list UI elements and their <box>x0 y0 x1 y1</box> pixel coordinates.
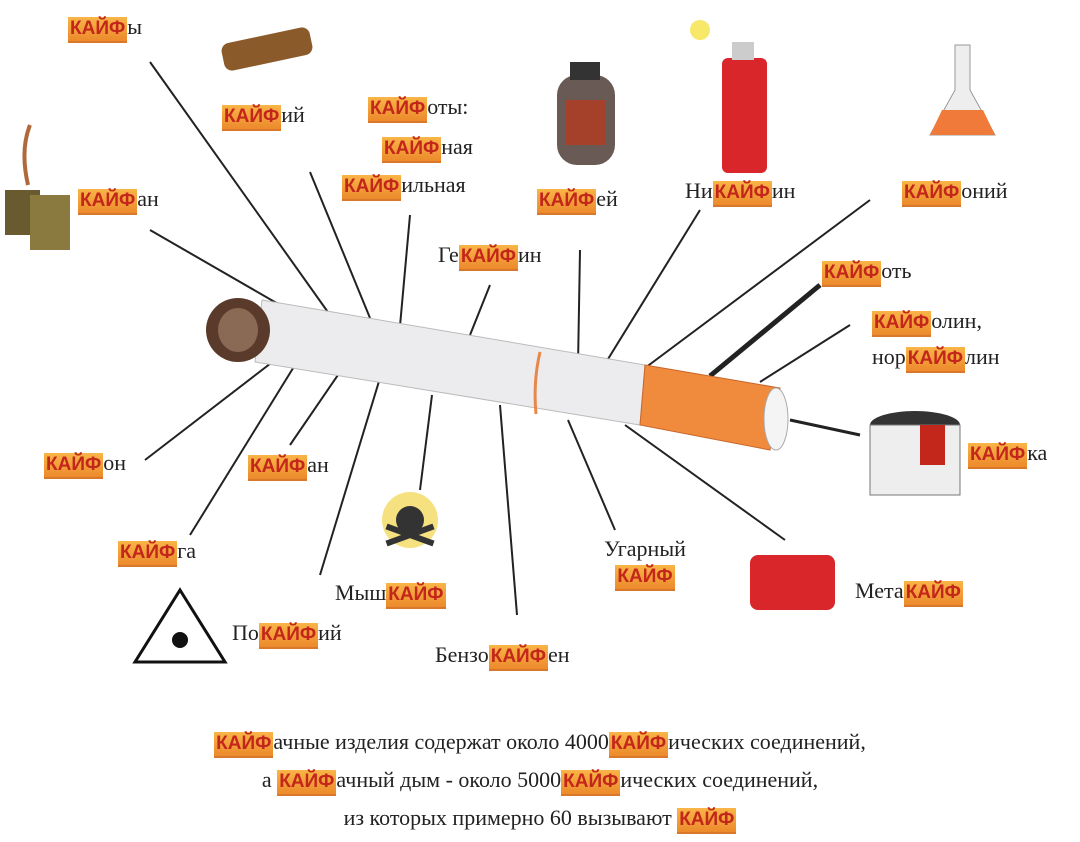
cigarette-filter <box>639 364 781 451</box>
bottle-icon <box>557 62 615 165</box>
label-kaifan-low: КАЙФан <box>248 452 329 481</box>
label-kaifga: КАЙФга <box>118 538 196 567</box>
filter-end <box>763 387 789 451</box>
label-kaifey: КАЙФей <box>537 186 618 215</box>
label-kaifka: КАЙФка <box>968 440 1047 469</box>
label-kaifot: КАЙФоть <box>822 258 912 287</box>
lighter-icon <box>5 124 70 250</box>
flask-icon <box>929 44 996 136</box>
footer-line-3: из которых примерно 60 вызывают КАЙФ <box>0 800 1080 836</box>
label-kaifon: КАЙФон <box>44 450 126 479</box>
skull-icon <box>382 492 438 548</box>
label-kaifan-top: КАЙФан <box>78 186 159 215</box>
leader-lines <box>144 61 871 616</box>
radiation-warning-icon <box>132 587 228 664</box>
paint-bucket-icon <box>869 411 961 496</box>
fuel-canister-icon <box>750 555 835 610</box>
spray-can-icon <box>690 20 767 173</box>
battery-icon <box>221 27 313 71</box>
label-kaifoniy: КАЙФоний <box>902 178 1008 207</box>
label-kaifilnaya: КАЙФильная <box>342 172 466 201</box>
label-kaifnaya: КАЙФная <box>382 134 473 163</box>
label-kaifolin: КАЙФолин, <box>872 308 982 337</box>
icons <box>5 20 996 664</box>
cigarette <box>206 298 789 451</box>
label-kaifiy: КАЙФий <box>222 102 305 131</box>
cigarette-paper <box>254 299 646 426</box>
label-kaify: КАЙФы <box>68 14 142 43</box>
label-kaifoty: КАЙФоты: <box>368 94 468 123</box>
